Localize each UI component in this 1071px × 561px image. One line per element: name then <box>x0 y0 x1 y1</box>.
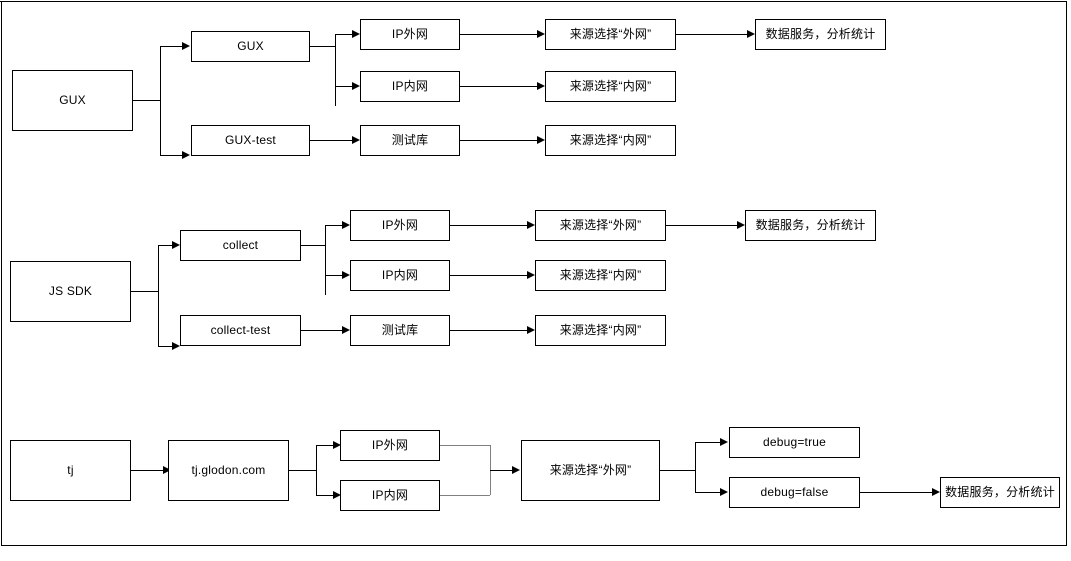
edge-gux-test-to-db <box>310 140 352 141</box>
arrowhead-tj-merge-to-select <box>512 466 520 474</box>
arrowhead-jssdk-to-ip-int <box>342 271 350 279</box>
canvas-border-right <box>1066 1 1067 546</box>
canvas-border-left <box>1 1 2 546</box>
node-tj-ip-internal[interactable]: IP内网 <box>340 480 440 511</box>
edge-gux-split-riser <box>160 46 161 155</box>
arrowhead-jssdk-to-test <box>172 342 180 350</box>
arrowhead-gux-db-to-select <box>537 136 545 144</box>
arrowhead-gux-ipint-to-select <box>537 82 545 90</box>
edge-jssdk-to-ip-ext <box>325 225 342 226</box>
edge-gux-source-stem <box>133 100 160 101</box>
canvas-border-bottom <box>1 545 1067 546</box>
edge-tj-select-stem <box>660 470 695 471</box>
node-tj-debug-true[interactable]: debug=true <box>729 427 860 458</box>
node-tj-service[interactable]: 数据服务，分析统计 <box>940 477 1060 508</box>
arrowhead-gux-ipext-to-select <box>537 30 545 38</box>
edge-tj-to-debug-false <box>695 492 720 493</box>
arrowhead-gux-to-ip-ext <box>352 30 360 38</box>
node-gux-select-internal-2[interactable]: 来源选择“内网” <box>545 125 676 156</box>
edge-gux-ipint-to-select <box>460 86 537 87</box>
arrowhead-tj-debugfalse-to-service <box>932 488 940 496</box>
edge-gux-ip-riser <box>335 34 336 106</box>
node-jssdk-test-db[interactable]: 测试库 <box>350 315 450 346</box>
edge-jssdk-source-stem <box>131 291 158 292</box>
node-tj-select-external[interactable]: 来源选择“外网” <box>521 440 660 501</box>
edge-gux-ipext-to-select <box>460 34 537 35</box>
edge-jssdk-to-test <box>158 346 172 347</box>
node-gux-test[interactable]: GUX-test <box>191 125 310 156</box>
node-gux-select-external[interactable]: 来源选择“外网” <box>545 19 676 50</box>
node-gux-ip-internal[interactable]: IP内网 <box>360 71 460 102</box>
edge-gux-to-ip-int <box>335 86 352 87</box>
node-jssdk-ip-internal[interactable]: IP内网 <box>350 260 450 291</box>
edge-tj-domain-stem <box>289 470 316 471</box>
edge-jssdk-ipext-to-select <box>450 225 527 226</box>
node-tj-debug-false[interactable]: debug=false <box>729 477 860 508</box>
edge-gux-db-to-select <box>460 140 537 141</box>
node-jssdk-service[interactable]: 数据服务，分析统计 <box>745 210 876 241</box>
node-gux-service[interactable]: 数据服务，分析统计 <box>755 19 886 50</box>
edge-tj-to-ip-ext <box>316 445 333 446</box>
edge-tj-source-to-domain <box>131 470 163 471</box>
edge-gux-select-to-service <box>676 34 747 35</box>
arrowhead-tj-to-ip-ext <box>333 441 341 449</box>
arrowhead-jssdk-to-prod <box>172 241 180 249</box>
edge-tj-debug-riser <box>695 442 696 492</box>
node-jssdk-ip-external[interactable]: IP外网 <box>350 210 450 241</box>
node-jssdk-select-internal-2[interactable]: 来源选择“内网” <box>535 315 666 346</box>
edge-tj-ip-riser <box>316 445 317 495</box>
edge-tj-ipint-merge <box>440 495 490 496</box>
arrowhead-jssdk-db-to-select <box>527 326 535 334</box>
edge-jssdk-db-to-select <box>450 330 527 331</box>
node-tj-source[interactable]: tj <box>10 440 131 501</box>
edge-jssdk-test-to-db <box>301 330 342 331</box>
arrowhead-tj-to-ip-int <box>333 491 341 499</box>
edge-gux-to-test <box>160 155 182 156</box>
node-jssdk-source[interactable]: JS SDK <box>10 261 131 322</box>
edge-jssdk-split-riser <box>158 245 159 346</box>
node-jssdk-select-external[interactable]: 来源选择“外网” <box>535 210 666 241</box>
edge-gux-to-ip-ext <box>335 34 352 35</box>
arrowhead-jssdk-ipext-to-select <box>527 221 535 229</box>
node-gux-test-db[interactable]: 测试库 <box>360 125 460 156</box>
edge-gux-to-prod <box>160 46 182 47</box>
edge-tj-debugfalse-to-service <box>860 492 932 493</box>
edge-jssdk-collect-stem <box>301 245 325 246</box>
edge-jssdk-ip-riser <box>325 225 326 295</box>
arrowhead-gux-select-to-service <box>747 30 755 38</box>
node-gux-prod[interactable]: GUX <box>191 31 310 62</box>
edge-jssdk-select-to-service <box>666 225 737 226</box>
arrowhead-jssdk-select-to-service <box>737 221 745 229</box>
node-gux-source[interactable]: GUX <box>12 70 133 131</box>
arrowhead-tj-to-debug-false <box>720 488 728 496</box>
edge-gux-prod-stem <box>310 46 335 47</box>
edge-tj-merge-to-select <box>490 470 512 471</box>
canvas-border-top <box>0 1 1067 2</box>
edge-tj-to-debug-true <box>695 442 720 443</box>
node-jssdk-select-internal-1[interactable]: 来源选择“内网” <box>535 260 666 291</box>
arrowhead-tj-source-to-domain <box>163 466 171 474</box>
edge-tj-to-ip-int <box>316 495 333 496</box>
node-jssdk-collect-test[interactable]: collect-test <box>180 315 301 346</box>
arrowhead-gux-test-to-db <box>352 136 360 144</box>
edge-jssdk-to-ip-int <box>325 275 342 276</box>
node-gux-ip-external[interactable]: IP外网 <box>360 19 460 50</box>
arrowhead-jssdk-test-to-db <box>342 326 350 334</box>
arrowhead-jssdk-to-ip-ext <box>342 221 350 229</box>
edge-jssdk-to-prod <box>158 245 172 246</box>
edge-tj-ipext-merge <box>440 445 490 446</box>
arrowhead-gux-to-ip-int <box>352 82 360 90</box>
arrowhead-jssdk-ipint-to-select <box>527 271 535 279</box>
arrowhead-gux-to-test <box>182 151 190 159</box>
edge-jssdk-ipint-to-select <box>450 275 527 276</box>
node-jssdk-collect[interactable]: collect <box>180 230 301 261</box>
node-tj-domain[interactable]: tj.glodon.com <box>168 440 289 501</box>
arrowhead-tj-to-debug-true <box>720 438 728 446</box>
arrowhead-gux-to-prod <box>182 42 190 50</box>
node-tj-ip-external[interactable]: IP外网 <box>340 430 440 461</box>
node-gux-select-internal-1[interactable]: 来源选择“内网” <box>545 71 676 102</box>
